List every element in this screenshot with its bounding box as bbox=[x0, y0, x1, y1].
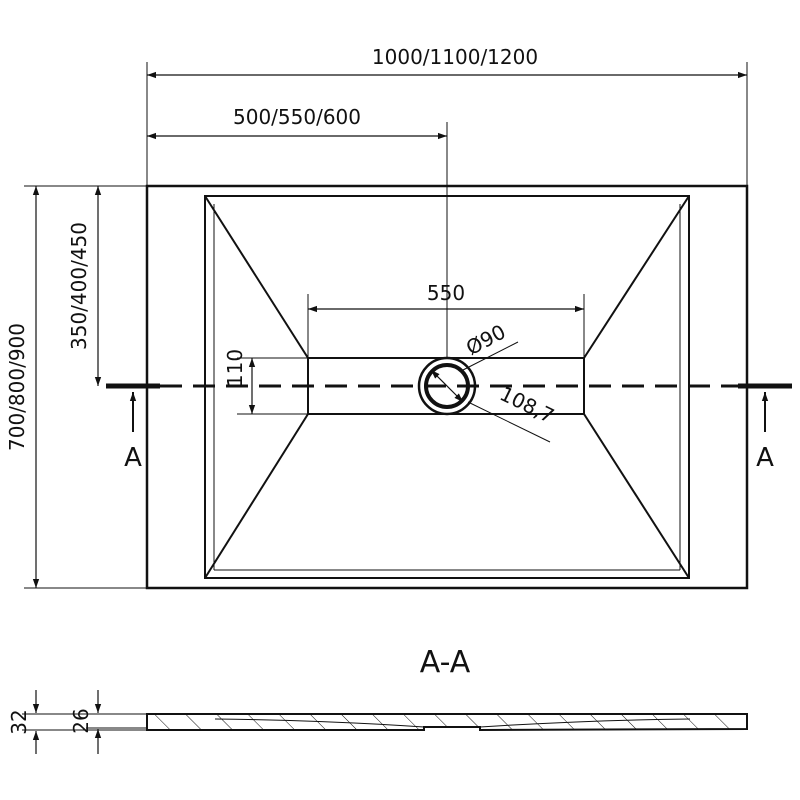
outer-ring-leader bbox=[467, 401, 551, 443]
channel-height-label: 110 bbox=[223, 349, 247, 387]
dimension-channel-height bbox=[237, 357, 308, 415]
section-marker-left: A bbox=[124, 443, 142, 473]
slope-diagonal bbox=[583, 413, 690, 579]
drain-offset-y-label: 350/400/450 bbox=[67, 222, 91, 350]
section-surface-curve bbox=[214, 718, 691, 728]
dimension-total-width bbox=[146, 62, 748, 186]
section-height-total-label: 32 bbox=[7, 709, 31, 734]
drain-diameter-line bbox=[430, 369, 464, 403]
drain-diameter-label: Ø90 bbox=[462, 320, 510, 361]
section-marker-right: A bbox=[756, 443, 774, 473]
section-view bbox=[146, 713, 748, 732]
dimension-drain-offset-y bbox=[86, 185, 147, 386]
section-title: A-A bbox=[420, 645, 471, 680]
dimension-section-height-inner bbox=[86, 690, 147, 754]
total-width-label: 1000/1100/1200 bbox=[372, 45, 538, 69]
dimension-total-depth bbox=[24, 185, 147, 589]
section-profile bbox=[146, 713, 748, 732]
outer-ring-diameter-label: 108,7 bbox=[496, 381, 558, 428]
dimension-drain-offset-x bbox=[147, 122, 448, 358]
dimension-section-height-total bbox=[22, 690, 147, 754]
section-height-inner-label: 26 bbox=[69, 708, 93, 733]
drain-leader bbox=[462, 341, 519, 371]
channel-length-label: 550 bbox=[427, 281, 465, 305]
slope-diagonal bbox=[583, 195, 690, 359]
slope-diagonal bbox=[204, 413, 309, 579]
dimension-channel-length bbox=[307, 294, 585, 358]
total-depth-label: 700/800/900 bbox=[5, 323, 29, 451]
section-cut-line bbox=[106, 383, 792, 432]
drain-offset-x-label: 500/550/600 bbox=[233, 105, 361, 129]
slope-diagonal bbox=[204, 195, 309, 359]
